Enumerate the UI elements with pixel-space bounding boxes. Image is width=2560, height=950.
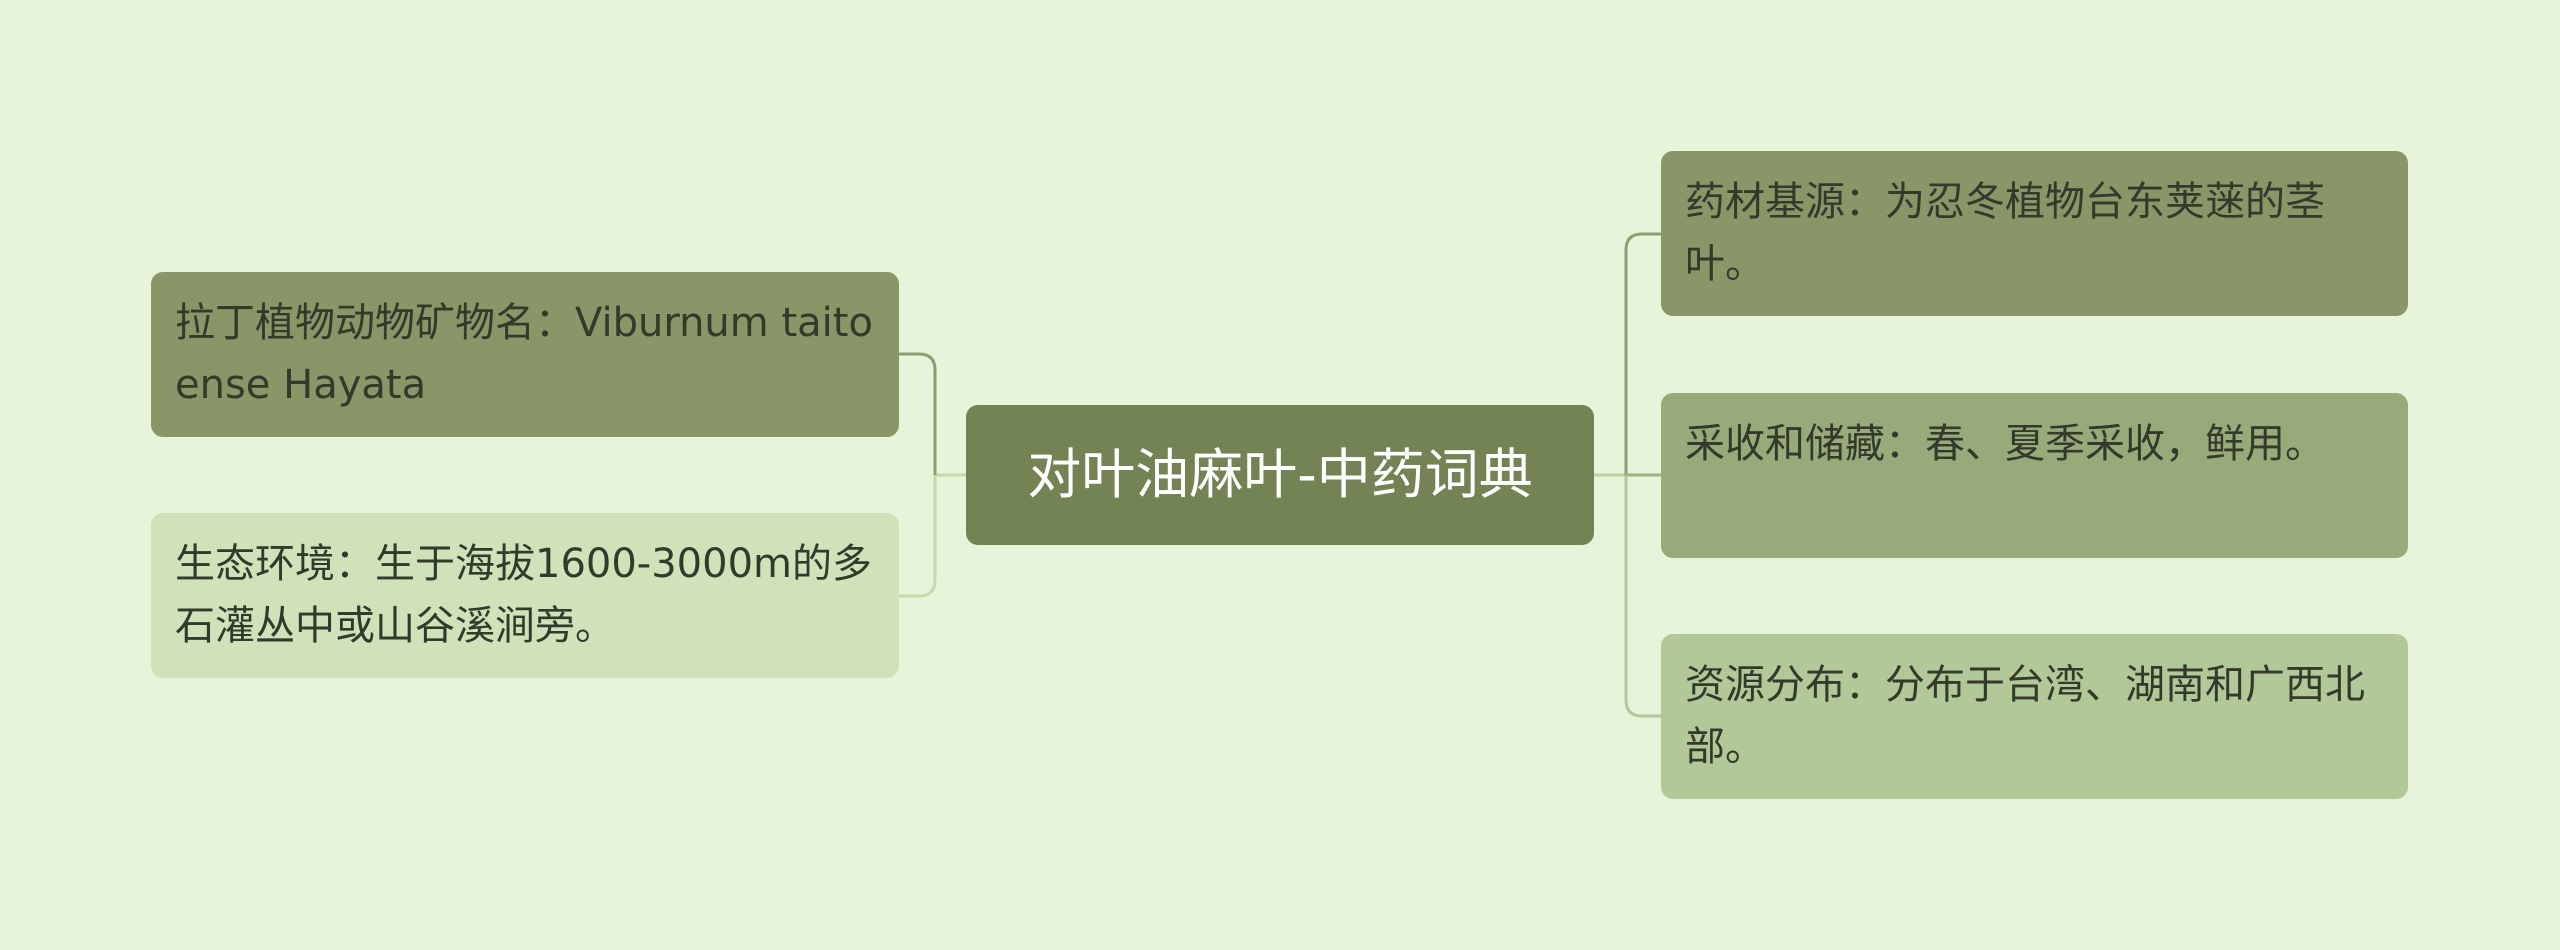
- connector-right-1: [1624, 232, 1661, 475]
- topic-source[interactable]: 药材基源：为忍冬植物台东荚蒾的茎叶。: [1661, 151, 2408, 316]
- connector-left-1: [899, 352, 937, 475]
- topic-harvest-storage[interactable]: 采收和储藏：春、夏季采收，鲜用。: [1661, 393, 2408, 558]
- central-topic[interactable]: 对叶油麻叶-中药词典: [966, 405, 1594, 545]
- connector-left-2: [899, 475, 937, 598]
- topic-habitat[interactable]: 生态环境：生于海拔1600-3000m的多石灌丛中或山谷溪涧旁。: [151, 513, 899, 678]
- topic-distribution[interactable]: 资源分布：分布于台湾、湖南和广西北部。: [1661, 634, 2408, 799]
- connector-right-3: [1624, 475, 1661, 718]
- topic-latin-name[interactable]: 拉丁植物动物矿物名：Viburnum taitoense Hayata: [151, 272, 899, 437]
